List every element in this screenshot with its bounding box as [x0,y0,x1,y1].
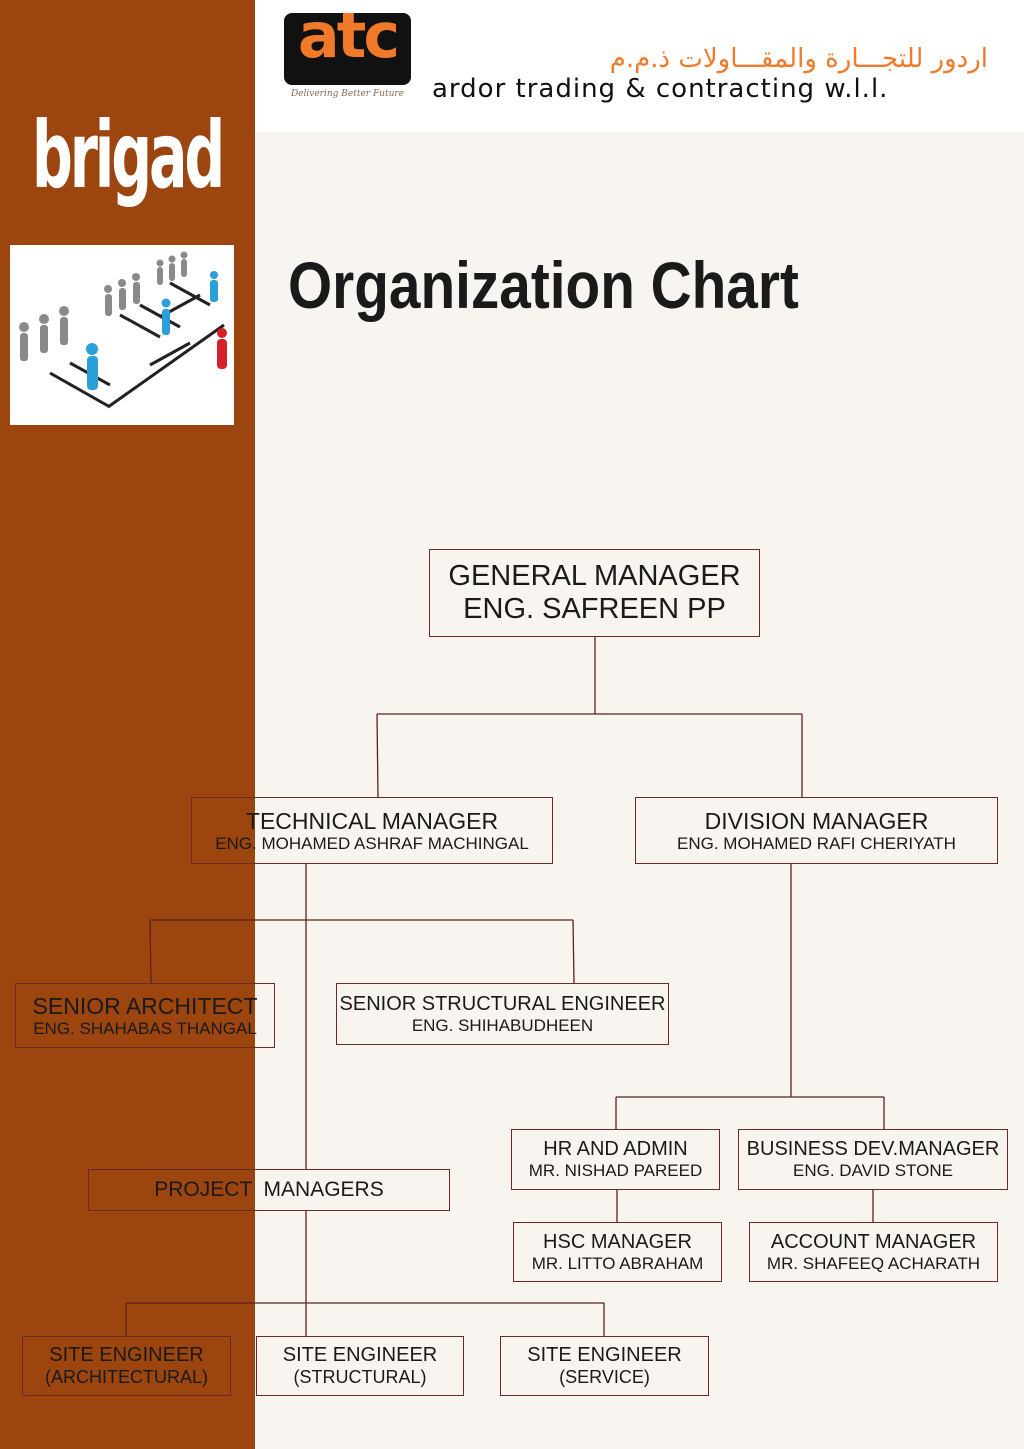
company-name-english: ardor trading & contracting w.l.l. [432,74,889,104]
connector-to-technical [376,713,379,798]
node-project-managers: PROJECT MANAGERS [88,1169,450,1211]
role-label: DIVISION MANAGER [704,807,929,834]
node-business-dev-manager: BUSINESS DEV.MANAGER ENG. DAVID STONE [738,1129,1008,1190]
logo-tagline: Delivering Better Future [290,89,405,99]
person-name: MR. NISHAD PAREED [528,1161,703,1181]
page-title: Organization Chart [288,248,799,322]
role-label: ACCOUNT MANAGER [770,1230,977,1253]
role-label: HR AND ADMIN [543,1138,688,1161]
company-name-arabic: اردور للتجـــارة والمقـــاولات ذ.م.م [609,44,988,74]
role-label: SITE ENGINEER [527,1344,682,1367]
node-hsc-manager: HSC MANAGER MR. LITTO ABRAHAM [513,1222,722,1282]
node-site-engineer-architectural: SITE ENGINEER (ARCHITECTURAL) [22,1336,231,1396]
node-general-manager: GENERAL MANAGER ENG. SAFREEN PP [429,549,760,637]
role-label: BUSINESS DEV.MANAGER [746,1138,1000,1161]
sidebar-band [0,0,255,1449]
logo-text: atc [297,13,400,72]
person-name: ENG. MOHAMED RAFI CHERIYATH [677,833,956,853]
person-name: ENG. SHAHABAS THANGAL [33,1018,257,1038]
node-account-manager: ACCOUNT MANAGER MR. SHAFEEQ ACHARATH [749,1222,998,1282]
node-hr-admin: HR AND ADMIN MR. NISHAD PAREED [511,1129,720,1190]
person-name: (STRUCTURAL) [293,1367,427,1388]
role-label: PROJECT MANAGERS [154,1177,384,1201]
role-label: SITE ENGINEER [49,1344,204,1367]
node-senior-architect: SENIOR ARCHITECT ENG. SHAHABAS THANGAL [15,983,275,1048]
role-label: SENIOR STRUCTURAL ENGINEER [339,992,666,1015]
role-label: GENERAL MANAGER [448,559,741,592]
person-name: ENG. DAVID STONE [793,1161,953,1181]
role-label: SENIOR ARCHITECT [32,992,258,1019]
role-label: SITE ENGINEER [282,1344,438,1367]
connector-to-architect [149,919,152,984]
person-name: (SERVICE) [559,1367,650,1388]
person-name: MR. SHAFEEQ ACHARATH [766,1253,981,1273]
person-name: ENG. SAFREEN PP [463,593,726,625]
people-hierarchy-illustration [19,251,227,409]
node-senior-structural-engineer: SENIOR STRUCTURAL ENGINEER ENG. SHIHABUD… [336,983,669,1045]
atc-logo: atc [284,13,411,85]
node-site-engineer-structural: SITE ENGINEER (STRUCTURAL) [256,1336,464,1396]
node-site-engineer-service: SITE ENGINEER (SERVICE) [500,1336,709,1396]
connector-to-structural [572,919,575,984]
person-name: MR. LITTO ABRAHAM [531,1253,704,1273]
node-division-manager: DIVISION MANAGER ENG. MOHAMED RAFI CHERI… [635,797,998,864]
person-name: ENG. SHIHABUDHEEN [411,1015,594,1035]
person-name: (ARCHITECTURAL) [44,1367,208,1388]
role-label: HSC MANAGER [543,1230,692,1253]
people-hierarchy-image [10,245,234,425]
role-label: TECHNICAL MANAGER [245,807,499,834]
brand-wordmark: brigad [32,102,225,209]
node-technical-manager: TECHNICAL MANAGER ENG. MOHAMED ASHRAF MA… [191,797,553,864]
person-name: ENG. MOHAMED ASHRAF MACHINGAL [215,833,529,853]
